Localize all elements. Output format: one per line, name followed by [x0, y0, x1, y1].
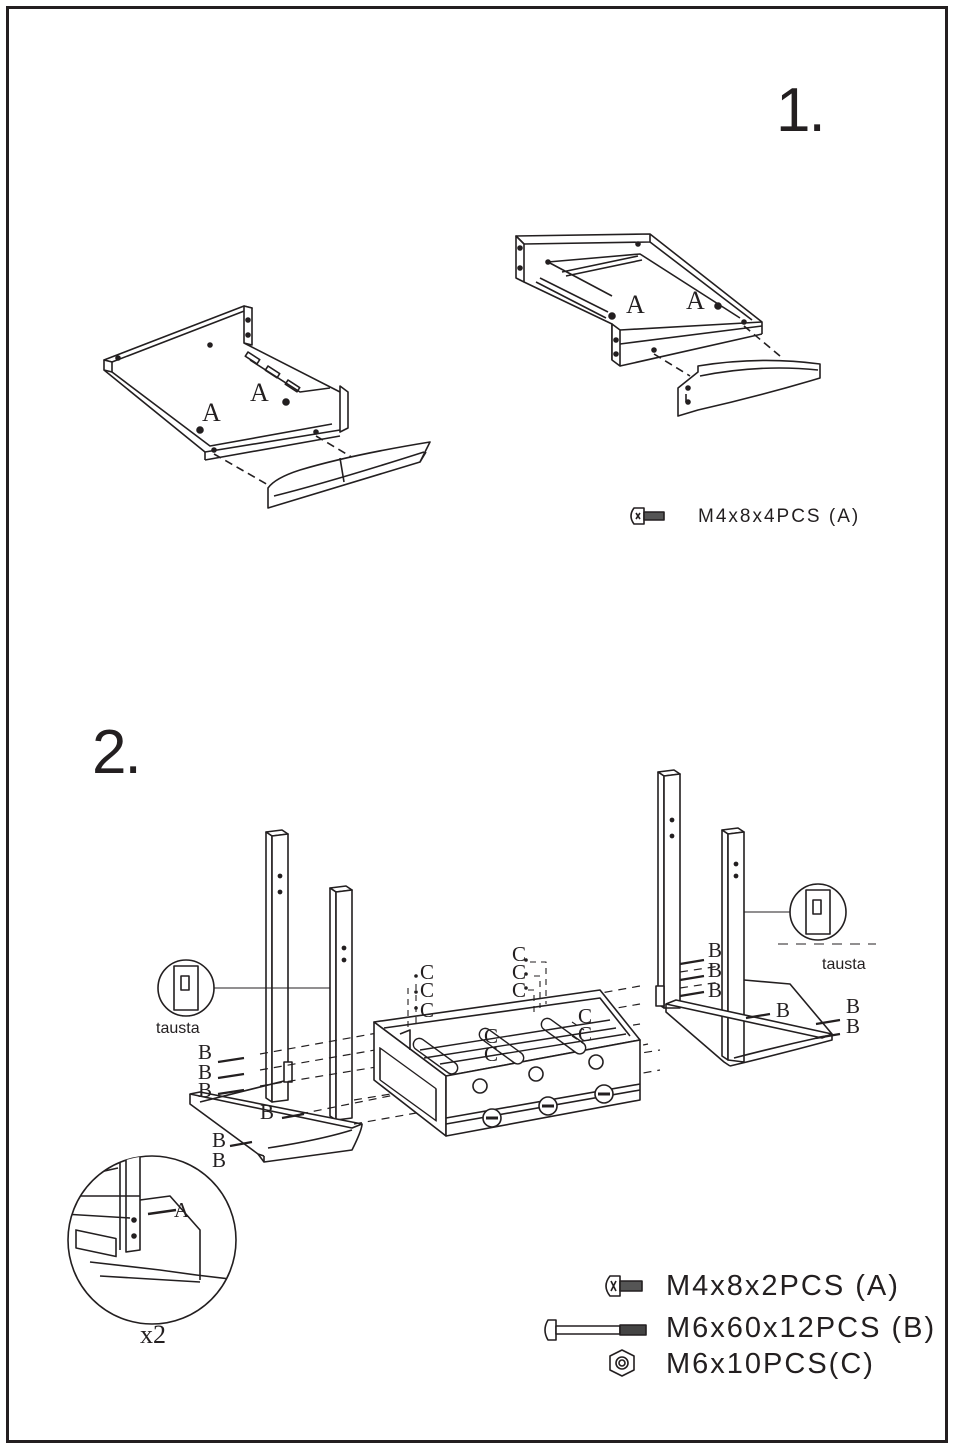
hardware-label-nut: M6x10PCS(C) [666, 1348, 875, 1380]
hardware-label-bolt: M6x60x12PCS (B) [666, 1312, 937, 1344]
part-label-a: A [686, 286, 705, 315]
part-label-b: B [708, 938, 723, 962]
part-label-c: C [484, 1024, 499, 1048]
detail-part-label-a: A [174, 1198, 190, 1222]
part-label-b: B [846, 994, 861, 1018]
hardware-label-step1: M4x8x4PCS (A) [698, 506, 861, 527]
part-label-c: C [578, 1004, 593, 1028]
quantity-multiplier: x2 [140, 1320, 166, 1349]
detail-magnifier [67, 1155, 237, 1325]
step1-right-shelf [515, 233, 821, 417]
callout-label-right: tausta [822, 956, 866, 973]
step2-left-frame [157, 829, 661, 1163]
step2-grill-box [373, 958, 641, 1137]
callout-label-left: tausta [156, 1020, 200, 1037]
part-label-a: A [626, 290, 645, 319]
part-label-b: B [260, 1100, 275, 1124]
part-label-c: C [578, 1022, 593, 1046]
part-label-c: C [420, 960, 435, 984]
step2-right-frame [655, 769, 876, 1067]
screw-icon [605, 1275, 643, 1297]
part-label-b: B [846, 1014, 861, 1038]
part-label-c: C [420, 998, 435, 1022]
hardware-label-screw: M4x8x2PCS (A) [666, 1270, 900, 1302]
nut-icon [609, 1349, 635, 1377]
part-label-b: B [708, 978, 723, 1002]
part-label-b: B [776, 998, 791, 1022]
part-label-c: C [484, 1042, 499, 1066]
part-label-c: C [512, 978, 527, 1002]
part-label-c: C [420, 978, 435, 1002]
part-label-a: A [250, 378, 269, 407]
part-label-b: B [212, 1148, 227, 1172]
screw-icon [630, 507, 665, 525]
part-label-b: B [708, 958, 723, 982]
step-number-1: 1. [776, 76, 826, 145]
part-label-b: B [198, 1060, 213, 1084]
page-frame [6, 6, 948, 1443]
step-number-2: 2. [92, 718, 142, 787]
bolt-icon [544, 1319, 647, 1341]
part-label-c: C [512, 942, 527, 966]
part-label-b: B [212, 1128, 227, 1152]
part-label-b: B [198, 1078, 213, 1102]
part-label-a: A [202, 398, 221, 427]
step1-left-shelf [103, 305, 431, 509]
part-label-b: B [198, 1040, 213, 1064]
part-label-c: C [512, 960, 527, 984]
